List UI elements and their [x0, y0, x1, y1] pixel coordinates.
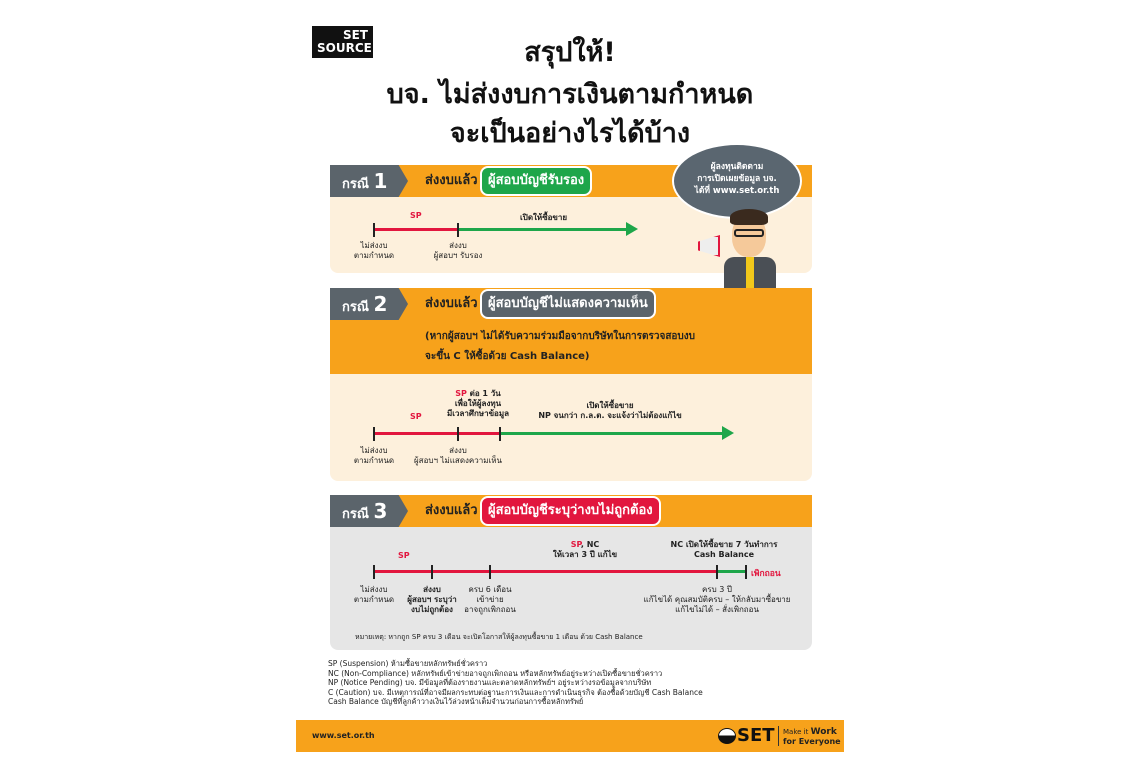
title-line-1: สรุปให้!	[524, 37, 616, 68]
title-line-2: บจ. ไม่ส่งงบการเงินตามกำหนด	[386, 79, 754, 110]
tick	[499, 427, 501, 441]
tick	[373, 427, 375, 441]
tick	[457, 427, 459, 441]
case1-open-line	[458, 228, 628, 231]
case3-label-4: ครบ 3 ปีแก้ไขได้ คุณสมบัติครบ – ให้กลับม…	[643, 585, 791, 614]
footer-tagline: Make it Work for Everyone	[783, 727, 841, 746]
case2-open-line	[500, 432, 724, 435]
footer-bar	[296, 720, 844, 752]
tick	[716, 565, 718, 579]
logo-line1: SET	[342, 28, 368, 42]
case3-sent: ส่งงบแล้ว	[425, 503, 478, 518]
case3-body	[330, 527, 812, 650]
logo-line2: SOURCE	[317, 41, 372, 55]
glossary-cash-balance: Cash Balance บัญชีที่ลูกค้าวางเงินไว้ล่ว…	[328, 697, 584, 706]
case1-label-1: ไม่ส่งงบตามกำหนด	[353, 241, 395, 260]
case3-sp-line	[374, 570, 717, 573]
glossary-sp: SP (Suspension) ห้ามซื้อขายหลักทรัพย์ชั่…	[328, 659, 488, 668]
case3-pill: ผู้สอบบัญชีระบุว่างบไม่ถูกต้อง	[480, 496, 661, 526]
case2-label-2: ส่งงบผู้สอบฯ ไม่แสดงความเห็น	[413, 446, 503, 465]
case3-tab: กรณี 3	[330, 495, 408, 527]
set-source-logo: SET SOURCE	[312, 26, 373, 58]
arrow-icon	[722, 426, 734, 440]
case3-label-3: ครบ 6 เดือนเข้าข่ายอาจถูกเพิกถอน	[464, 585, 516, 614]
arrow-icon	[626, 222, 638, 236]
case3-label-2: ส่งงบผู้สอบฯ ระบุว่างบไม่ถูกต้อง	[407, 585, 457, 614]
glossary: SP (Suspension) ห้ามซื้อขายหลักทรัพย์ชั่…	[328, 659, 703, 707]
tick	[373, 565, 375, 579]
case1-label-2: ส่งงบผู้สอบฯ รับรอง	[433, 241, 483, 260]
case3-delist: เพิกถอน	[751, 569, 781, 579]
tick	[373, 223, 375, 237]
case2-sp-line	[374, 432, 500, 435]
case2-sp: SP	[410, 412, 422, 421]
case2-label-1: ไม่ส่งงบตามกำหนด	[353, 446, 395, 465]
case1-tab: กรณี 1	[330, 165, 408, 197]
glossary-np: NP (Notice Pending) บจ. มีข้อมูลที่ต้องร…	[328, 678, 652, 687]
hair	[730, 209, 768, 225]
case1-sent: ส่งงบแล้ว	[425, 173, 478, 188]
case1-sp: SP	[410, 211, 422, 220]
set-logo-icon	[718, 728, 736, 744]
case2-description: (หากผู้สอบฯ ไม่ได้รับความร่วมมือจากบริษั…	[425, 331, 696, 362]
case2-sent: ส่งงบแล้ว	[425, 296, 478, 311]
title-line-3: จะเป็นอย่างไรได้บ้าง	[449, 118, 691, 149]
case3-nc-line	[717, 570, 746, 573]
divider	[778, 726, 779, 746]
case3-sp: SP	[398, 551, 410, 560]
set-brand: SET	[737, 725, 775, 746]
tick	[457, 223, 459, 237]
tick	[431, 565, 433, 579]
footer-url[interactable]: www.set.or.th	[312, 731, 375, 740]
case1-pill: ผู้สอบบัญชีรับรอง	[480, 166, 593, 196]
tick	[745, 565, 747, 579]
case1-open: เปิดให้ซื้อขาย	[520, 213, 568, 222]
megaphone-icon	[698, 235, 720, 257]
case3-label-1: ไม่ส่งงบตามกำหนด	[353, 585, 395, 604]
tick	[489, 565, 491, 579]
case2-tab: กรณี 2	[330, 288, 408, 320]
case2-pill: ผู้สอบบัญชีไม่แสดงความเห็น	[480, 289, 656, 319]
case2-body	[330, 374, 812, 481]
case3-remark: หมายเหตุ: หากถูก SP ครบ 3 เดือน จะเปิดโอ…	[355, 633, 643, 641]
glossary-c: C (Caution) บจ. มีเหตุการณ์ที่อาจมีผลกระ…	[328, 687, 703, 697]
glossary-nc: NC (Non-Compliance) หลักทรัพย์เข้าข่ายอา…	[328, 668, 663, 678]
case1-sp-line	[374, 228, 458, 231]
glasses-icon	[734, 229, 764, 237]
case2-sp-extension: SP ต่อ 1 วันเพื่อให้ผู้ลงทุนมีเวลาศึกษาข…	[446, 389, 510, 418]
speech-bubble: ผู้ลงทุนติดตามการเปิดเผยข้อมูล บจ.ได้ที่…	[672, 143, 802, 219]
tie	[746, 257, 754, 309]
